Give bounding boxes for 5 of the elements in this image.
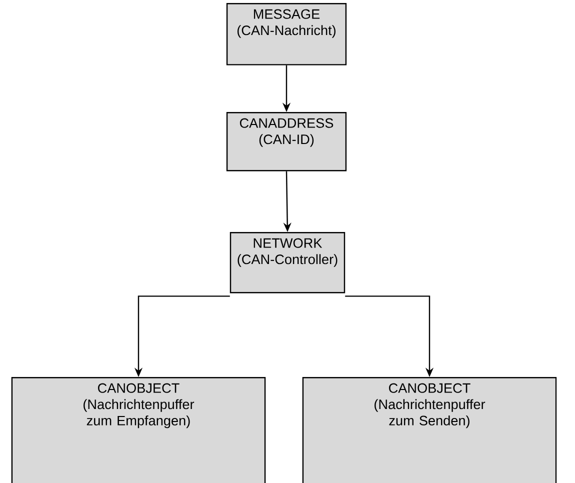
process-box: CANOBJECT (Nachrichtenpuffer zum Empfangen) xyxy=(11,377,266,483)
process-box: NETWORK (CAN-Controller) xyxy=(230,232,346,294)
process-box: MESSAGE (CAN-Nachricht) xyxy=(226,3,347,66)
process-box: CANOBJECT (Nachrichtenpuffer zum Senden) xyxy=(302,377,557,483)
process-box: CANADDRESS (CAN-ID) xyxy=(226,112,347,172)
